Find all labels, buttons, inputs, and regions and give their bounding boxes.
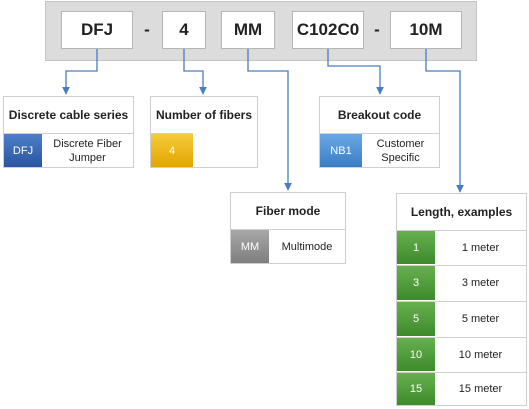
- length-description-row: 1 meter: [435, 230, 526, 264]
- length-description-row: 10 meter: [435, 337, 526, 371]
- mode-description: Multimode: [269, 229, 345, 263]
- segment-breakout: C102C0: [292, 11, 364, 49]
- mode-card: Fiber mode MM Multimode: [230, 192, 346, 264]
- mode-code: MM: [231, 229, 269, 263]
- connector-breakout: [327, 49, 384, 95]
- length-code-row: 5: [397, 301, 435, 336]
- length-code-row: 1: [397, 230, 435, 264]
- series-code: DFJ: [4, 133, 42, 167]
- connector-length: [425, 49, 464, 193]
- connector-series: [62, 49, 98, 95]
- segment-series: DFJ: [61, 11, 133, 49]
- series-title: Discrete cable series: [8, 108, 129, 122]
- series-description: Discrete Fiber Jumper: [42, 133, 133, 167]
- length-code-row: 15: [397, 372, 435, 405]
- connector-mode: [247, 49, 292, 191]
- length-code-row: 3: [397, 265, 435, 300]
- segment-mode: MM: [221, 11, 275, 49]
- length-card: Length, examples 1 1 meter 3 3 meter 5 5…: [396, 193, 527, 406]
- breakout-code: NB1: [320, 133, 362, 167]
- length-description-row: 3 meter: [435, 265, 526, 300]
- fibers-title: Number of fibers: [155, 108, 252, 122]
- fibers-card: Number of fibers 4: [150, 96, 258, 168]
- segment-fibers: 4: [162, 11, 206, 49]
- length-description-row: 5 meter: [435, 301, 526, 336]
- mode-title: Fiber mode: [255, 204, 321, 218]
- breakout-card: Breakout code NB1 Customer Specific: [319, 96, 440, 168]
- breakout-description: Customer Specific: [362, 133, 439, 167]
- series-card: Discrete cable series DFJ Discrete Fiber…: [3, 96, 134, 168]
- length-code-row: 10: [397, 337, 435, 371]
- length-description-row: 15 meter: [435, 372, 526, 405]
- connector-fibers: [183, 49, 207, 95]
- length-title: Length, examples: [410, 205, 513, 219]
- breakout-title: Breakout code: [337, 108, 422, 122]
- separator-2: -: [374, 20, 380, 39]
- segment-length: 10M: [390, 11, 462, 49]
- fibers-code: 4: [151, 133, 193, 167]
- separator-1: -: [144, 20, 150, 39]
